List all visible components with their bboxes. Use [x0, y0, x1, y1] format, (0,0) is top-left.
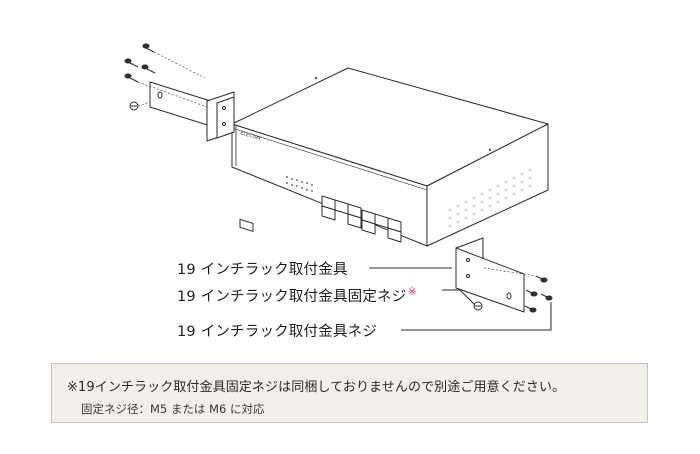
- right-rack-bracket: [455, 237, 525, 313]
- screw-icon: [525, 289, 538, 297]
- leader-lines: [369, 267, 552, 331]
- left-rack-bracket: [149, 81, 235, 142]
- label-bracket-fixing-screw-text: 19 インチラック取付金具固定ネジ: [177, 289, 407, 305]
- left-bracket-screws: [124, 43, 211, 111]
- label-bracket-fixing-screw: 19 インチラック取付金具固定ネジ※: [177, 285, 417, 306]
- screw-icon: [124, 58, 139, 68]
- brand-logo: ELECOM: [239, 130, 261, 142]
- screw-icon: [124, 73, 139, 83]
- note-text-secondary: 固定ネジ径：M5 または M6 に対応: [81, 402, 265, 416]
- switch-side: [426, 123, 549, 247]
- display-panel: [239, 218, 254, 232]
- note-box: ※19インチラック取付金具固定ネジは同梱しておりませんので別途ご用意ください。 …: [51, 363, 648, 423]
- ethernet-ports: [321, 195, 402, 243]
- screw-icon: [141, 64, 156, 74]
- screw-icon: [540, 293, 553, 301]
- screw-icon: [142, 43, 155, 53]
- screw-icon: [524, 305, 537, 313]
- label-bracket-screw: 19 インチラック取付金具ネジ: [177, 324, 378, 340]
- side-vents: [449, 169, 531, 227]
- right-bracket-screws: [473, 267, 553, 313]
- leader-line-fixing-screw: [442, 289, 475, 305]
- screw-icon: [535, 275, 548, 283]
- note-mark: ※: [407, 285, 417, 298]
- network-switch: ELECOM: [231, 67, 549, 247]
- note-text-primary: ※19インチラック取付金具固定ネジは同梱しておりませんので別途ご用意ください。: [67, 380, 566, 395]
- leader-line-bracket-screw: [401, 302, 552, 331]
- label-rack-bracket: 19 インチラック取付金具: [177, 262, 348, 278]
- screw-icon: [473, 301, 483, 311]
- screw-icon: [129, 101, 139, 111]
- port-leds: [286, 176, 313, 192]
